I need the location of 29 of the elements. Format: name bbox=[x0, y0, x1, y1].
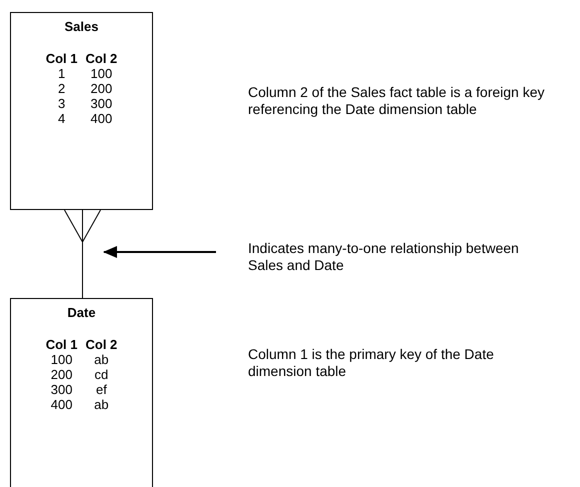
table-box bbox=[10, 298, 153, 487]
column-header: Col 1 bbox=[46, 337, 78, 352]
table-cell-text: 200 bbox=[90, 81, 114, 96]
relationship-line bbox=[64, 210, 101, 298]
column-header: Col 2 bbox=[86, 337, 118, 352]
annotation-text: Column 2 of the Sales fact table is a foreign key referencing the Date dimension table bbox=[248, 84, 546, 118]
annotation-text: Column 1 is the primary key of the Date dimension table bbox=[248, 346, 495, 380]
table-cell-text: 1 bbox=[56, 66, 66, 81]
column-header: Col 2 bbox=[86, 51, 118, 66]
annotation-text: Indicates many-to-one relationship between Sales and Date bbox=[248, 240, 548, 274]
table-cell-text: 200 bbox=[50, 367, 74, 382]
column-header: Col 1 bbox=[46, 51, 78, 66]
pointer-arrow bbox=[103, 246, 216, 258]
table-cell-text: 3 bbox=[56, 96, 66, 111]
table-cell-text: ef bbox=[94, 382, 108, 397]
table-cell-text: 300 bbox=[50, 382, 74, 397]
table-cell-text: 2 bbox=[56, 81, 66, 96]
table-cell-text: 400 bbox=[50, 397, 74, 412]
table-box bbox=[10, 12, 153, 210]
table-cell-text: cd bbox=[94, 367, 110, 382]
table-title: Date bbox=[67, 305, 96, 321]
table-title: Sales bbox=[64, 19, 98, 35]
table-cell-text: 300 bbox=[90, 96, 114, 111]
table-cell-text: ab bbox=[93, 352, 110, 367]
table-cell-text: 400 bbox=[90, 111, 114, 126]
table-cell-text: 100 bbox=[90, 66, 114, 81]
table-cell-text: ab bbox=[93, 397, 110, 412]
table-cell-text: 100 bbox=[50, 352, 74, 367]
table-cell-text: 4 bbox=[56, 111, 66, 126]
